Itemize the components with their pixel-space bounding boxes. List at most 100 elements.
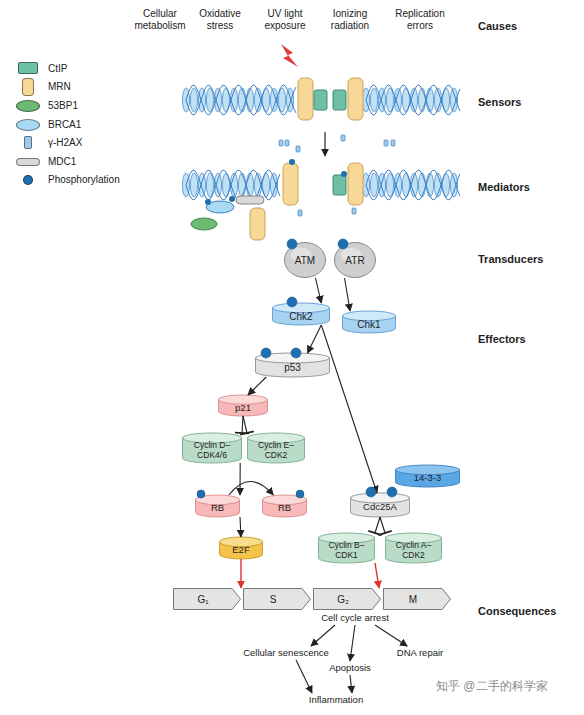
node-shape: [243, 588, 311, 610]
arrow-connector: [375, 563, 379, 588]
arrow-connector: [239, 463, 240, 495]
phospho-dot: [338, 239, 348, 249]
legend-swatch: [23, 175, 33, 185]
legend-swatch: [16, 100, 40, 112]
nucleosome: [198, 88, 205, 112]
h2ax: [384, 140, 388, 146]
mdc1-protein: [236, 196, 264, 204]
h2ax-group: [279, 135, 395, 216]
phospho-dot: [296, 490, 304, 498]
protein-box: Cyclin A–CDK2: [385, 533, 442, 563]
dna-strand: [186, 170, 280, 200]
node-top: [256, 353, 330, 363]
phospho-dot: [287, 239, 297, 249]
protein-box: Chk1: [342, 311, 396, 333]
arrow-connector: [229, 482, 273, 496]
node-text: Chk1: [357, 319, 380, 330]
legend-text: 53BP1: [48, 100, 78, 112]
legend-text: γ-H2AX: [48, 137, 82, 149]
legend-swatch: [24, 136, 32, 149]
arrow-connector: [240, 559, 241, 588]
row-label: Consequences: [478, 605, 578, 618]
cause-label: Ionizing radiation: [322, 8, 378, 31]
nucleosome: [386, 88, 393, 112]
phospho-group: [205, 159, 347, 205]
inhibition-connector: [380, 517, 385, 533]
cause-label: Oxidative stress: [192, 8, 248, 31]
node-text: RB: [278, 503, 291, 513]
arrow-connector: [321, 325, 377, 493]
cause-label: UV light exposure: [257, 8, 313, 31]
h2ax: [352, 208, 356, 214]
arrow-connector: [345, 278, 351, 311]
node-text: p21: [235, 403, 251, 413]
dna-strand: [366, 170, 460, 200]
row-label: Effectors: [478, 333, 578, 346]
phospho-dot: [205, 199, 211, 205]
node-text: ATR: [345, 255, 364, 266]
inhibition-connector: [242, 416, 243, 433]
node-outline: [244, 589, 311, 610]
inhibition-connector: [375, 517, 380, 533]
phospho-dot: [261, 348, 271, 358]
outcome-text: Inflammation: [296, 693, 376, 707]
phospho-dot: [341, 171, 347, 177]
cause-label: Cellular metabolism: [132, 8, 188, 31]
protein-box: Chk2: [272, 303, 330, 325]
mrn-protein: [348, 163, 363, 205]
mrn-protein: [298, 78, 313, 120]
node-text: ATM: [295, 255, 315, 266]
phospho-group: [197, 239, 397, 498]
nucleosome: [198, 173, 205, 197]
ctip-protein: [333, 175, 346, 195]
nucleosome: [206, 173, 213, 197]
nucleosome: [238, 173, 245, 197]
node-text: G₂: [337, 594, 349, 605]
arrow-connector: [311, 625, 335, 646]
legend-swatch: [16, 158, 40, 166]
phase-arrow: M: [383, 588, 451, 610]
nucleosome: [418, 88, 425, 112]
protein-box: RB: [195, 495, 240, 517]
nucleosome: [238, 88, 245, 112]
node-text: DNA repair: [397, 648, 443, 658]
phase-arrow: G₂: [313, 588, 381, 610]
phase-arrow: S: [243, 588, 311, 610]
protein-box: p21: [218, 395, 268, 416]
legend-text: MRN: [48, 81, 71, 93]
node-text: Chk2: [289, 311, 312, 322]
nucleosome: [386, 173, 393, 197]
h2ax: [296, 146, 300, 152]
row-label: Causes: [478, 20, 578, 33]
protein-box: Cyclin B–CDK1: [318, 533, 375, 563]
mrn-protein: [283, 163, 298, 205]
legend-swatch: [22, 78, 34, 96]
mrn-protein: [250, 208, 265, 240]
node-text: Cdc25A: [363, 502, 397, 512]
protein-box: Cdc25A: [350, 493, 410, 517]
outcome-text: Cellular senescence: [236, 646, 336, 660]
legend-text: Phosphorylation: [48, 174, 120, 186]
protein-box: 14-3-3: [395, 465, 460, 487]
node-text: G₁: [197, 594, 208, 605]
node-text: Cell cycle arrest: [321, 613, 389, 623]
node-text: Cyclin B–CDK1: [318, 541, 375, 560]
legend-text: MDC1: [48, 156, 76, 168]
protein-box: Cyclin E–CDK2: [247, 433, 305, 463]
arrow-connector: [296, 660, 312, 693]
node-text: 14-3-3: [414, 473, 441, 483]
node-text: RB: [211, 503, 224, 513]
node-outline: [174, 589, 241, 610]
h2ax: [279, 140, 283, 146]
ctip-protein: [333, 90, 346, 110]
phospho-dot: [229, 196, 235, 202]
nucleosome: [370, 173, 377, 197]
nucleosome: [190, 88, 197, 112]
node-outline: [285, 243, 326, 278]
watermark: 知乎 @二手的科学家: [436, 680, 582, 694]
h2ax: [285, 140, 289, 146]
legend-swatch: [18, 62, 38, 74]
nucleosome: [246, 173, 253, 197]
row-label: Mediators: [478, 181, 578, 194]
nucleosome: [190, 173, 197, 197]
